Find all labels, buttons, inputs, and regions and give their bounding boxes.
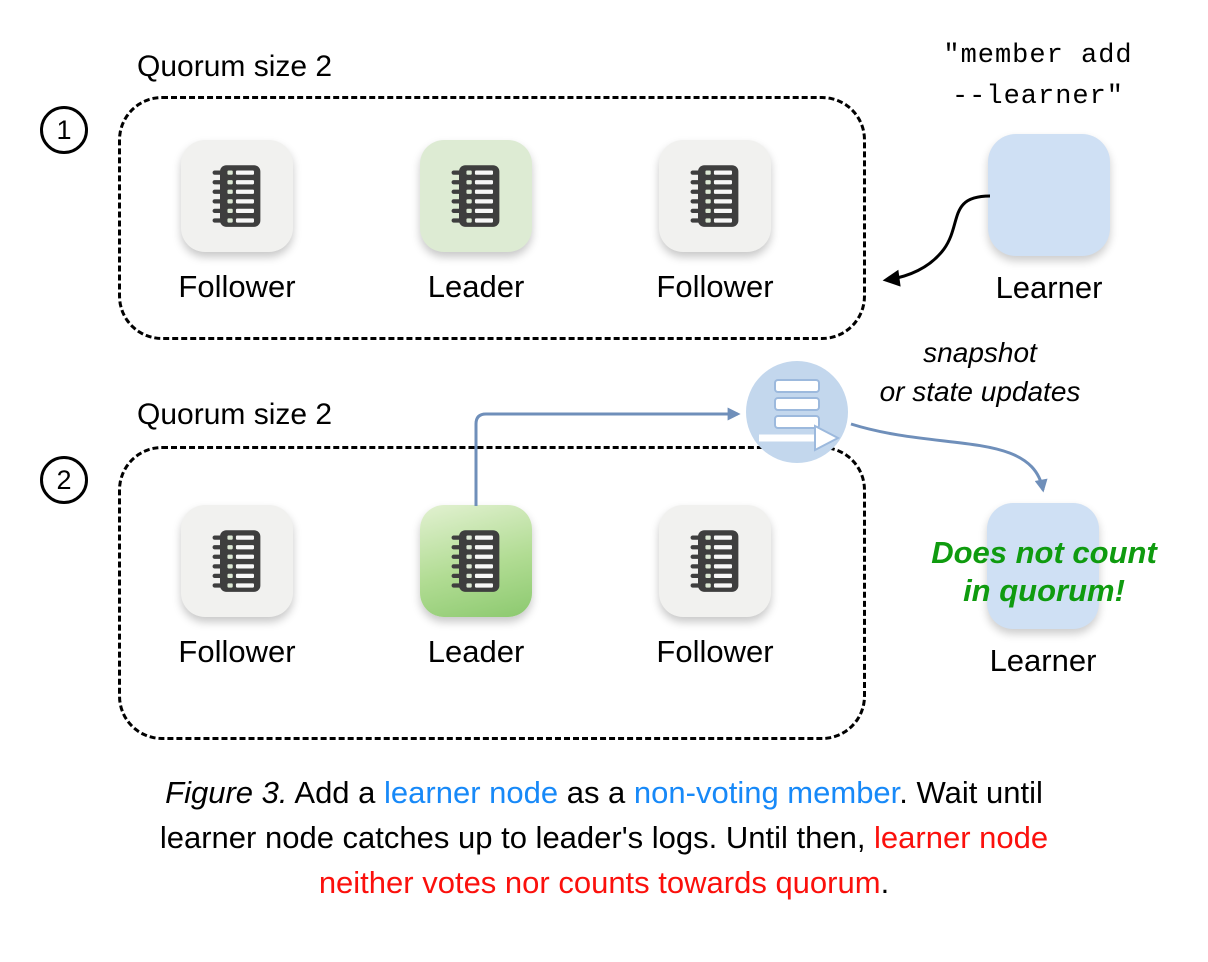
caption-text: . Wait until — [899, 775, 1043, 810]
caption-line-1: Figure 3. Add a learner node as a non-vo… — [0, 770, 1208, 815]
caption-text: learner node catches up to leader's logs… — [159, 820, 875, 855]
follower-node-box — [181, 140, 293, 252]
cluster1-follower-a: Follower — [157, 140, 317, 305]
snapshot-to-learner-arrow — [850, 422, 1048, 493]
caption-line-2: learner node catches up to leader's logs… — [0, 815, 1208, 860]
cluster2-leader: Leader — [396, 505, 556, 670]
snapshot-label: snapshot or state updates — [845, 333, 1115, 411]
command-line-2: --learner" — [951, 82, 1125, 112]
caption-highlight-red: neither votes nor counts towards quorum — [318, 865, 881, 900]
cluster2-follower-a: Follower — [157, 505, 317, 670]
learner-node-box — [988, 134, 1110, 256]
step-2-number: 2 — [56, 464, 72, 495]
caption-figure-label: Figure 3. — [165, 775, 288, 810]
snapshot-label-line-2: or state updates — [879, 376, 1081, 407]
caption-text: as a — [558, 775, 634, 810]
caption-text: . — [880, 865, 890, 900]
follower-node-box — [659, 505, 771, 617]
quorum-note: Does not count in quorum! — [898, 534, 1190, 610]
command-line-1: "member add — [943, 41, 1133, 71]
caption-highlight-blue: learner node — [384, 775, 559, 810]
leader-node-box — [420, 505, 532, 617]
journal-icon — [203, 162, 271, 230]
quorum-label-2: Quorum size 2 — [137, 398, 333, 431]
figure-caption: Figure 3. Add a learner node as a non-vo… — [0, 770, 1208, 905]
node-role-label: Follower — [178, 634, 296, 669]
follower-node-box — [181, 505, 293, 617]
learner-node-box — [987, 503, 1099, 629]
cluster1-follower-b: Follower — [635, 140, 795, 305]
caption-line-3: neither votes nor counts towards quorum. — [0, 860, 1208, 905]
quorum-label-1: Quorum size 2 — [137, 50, 333, 83]
step-1-badge: 1 — [40, 106, 88, 154]
caption-highlight-blue: non-voting member — [633, 775, 900, 810]
step-1-number: 1 — [56, 114, 72, 145]
journal-icon — [681, 162, 749, 230]
snapshot-transfer-icon — [746, 361, 848, 463]
member-add-command: "member add --learner" — [868, 36, 1208, 118]
learner-label: Learner — [995, 270, 1103, 305]
leader-node-box — [420, 140, 532, 252]
snapshot-label-line-1: snapshot — [923, 337, 1037, 368]
caption-highlight-red: learner node — [874, 820, 1049, 855]
step-2-badge: 2 — [40, 456, 88, 504]
journal-icon — [442, 162, 510, 230]
learner-node-1: Learner — [974, 134, 1124, 306]
cluster2-follower-b: Follower — [635, 505, 795, 670]
node-role-label: Leader — [427, 634, 525, 669]
journal-icon — [203, 527, 271, 595]
cluster1-leader: Leader — [396, 140, 556, 305]
follower-node-box — [659, 140, 771, 252]
cluster-1-boundary — [118, 96, 866, 340]
learner-label: Learner — [989, 643, 1097, 678]
quorum-note-line-2: in quorum! — [963, 573, 1125, 608]
learner-node-2: Learner — [968, 503, 1118, 679]
node-role-label: Follower — [656, 269, 774, 304]
node-role-label: Follower — [656, 634, 774, 669]
journal-icon — [442, 527, 510, 595]
journal-icon — [681, 527, 749, 595]
node-role-label: Leader — [427, 269, 525, 304]
node-role-label: Follower — [178, 269, 296, 304]
quorum-note-line-1: Does not count — [931, 535, 1157, 570]
caption-text: Add a — [287, 775, 385, 810]
